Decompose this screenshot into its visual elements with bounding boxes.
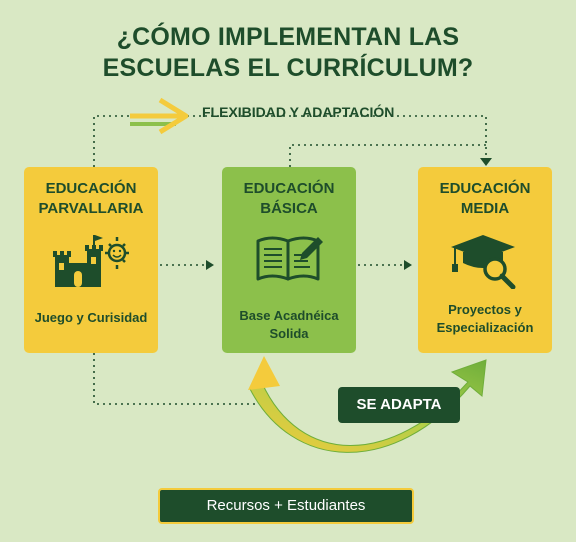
stage-description: Base Acadnéica Solida	[222, 307, 356, 343]
stage-description-line-1: Juego y Curisidad	[34, 310, 148, 325]
stage-title: EDUCACIÓN MEDIA	[418, 179, 552, 219]
adapt-swoosh-arrow	[249, 359, 487, 453]
title-line-2: ESCUELAS EL CURRÍCULUM?	[102, 54, 474, 82]
stage-description-line-2: Solida	[269, 326, 309, 341]
footer-banner: Recursos + Estudiantes	[158, 488, 414, 524]
stage-description-line-2: Especialización	[436, 320, 534, 335]
graduation-cap-magnifier-icon	[418, 233, 552, 289]
stage-parvularia-card: EDUCACIÓN PARVALLARIA	[24, 167, 158, 353]
stage-title-line-2: BÁSICA	[260, 200, 318, 217]
bottom-dotted-connector	[93, 353, 268, 405]
stage-title: EDUCACIÓN PARVALLARIA	[24, 179, 158, 219]
stage-title-line-1: EDUCACIÓN	[243, 180, 335, 197]
page-title: ¿CÓMO IMPLEMENTAN LAS ESCUELAS EL CURRÍC…	[0, 22, 576, 84]
flexibility-arrow-icon	[130, 97, 189, 135]
flow-label: FLEXIBIDAD Y ADAPTACIÓN	[202, 104, 395, 120]
connector-1-2-arrowhead	[206, 260, 214, 270]
title-line-1: ¿CÓMO IMPLEMENTAN LAS	[116, 23, 460, 51]
stage-title: EDUCACIÓN BÁSICA	[222, 179, 356, 219]
connector-2-3-arrowhead	[404, 260, 412, 270]
book-pencil-icon	[222, 233, 356, 283]
top-dotted-connector	[93, 115, 487, 167]
castle-sun-icon	[24, 233, 158, 289]
adapt-badge: SE ADAPTA	[338, 387, 460, 423]
stage-description: Proyectos y Especialización	[418, 301, 552, 337]
stage-basica-card: EDUCACIÓN BÁSICA Base Acadnéica Solida	[222, 167, 356, 353]
stage-description: Juego y Curisidad	[24, 309, 158, 327]
stage-media-card: EDUCACIÓN MEDIA Proyectos y Especializac…	[418, 167, 552, 353]
stage-title-line-2: PARVALLARIA	[38, 200, 144, 217]
top-connector-arrowhead	[480, 158, 492, 166]
stage-title-line-1: EDUCACIÓN	[439, 180, 531, 197]
stage-description-line-1: Proyectos y	[448, 302, 522, 317]
adapt-swoosh-left-arrowhead	[248, 356, 280, 390]
stage-description-line-1: Base Acadnéica	[239, 308, 339, 323]
inner-dotted-connector	[289, 144, 486, 167]
stage-title-line-1: EDUCACIÓN	[45, 180, 137, 197]
stage-title-line-2: MEDIA	[460, 200, 510, 217]
